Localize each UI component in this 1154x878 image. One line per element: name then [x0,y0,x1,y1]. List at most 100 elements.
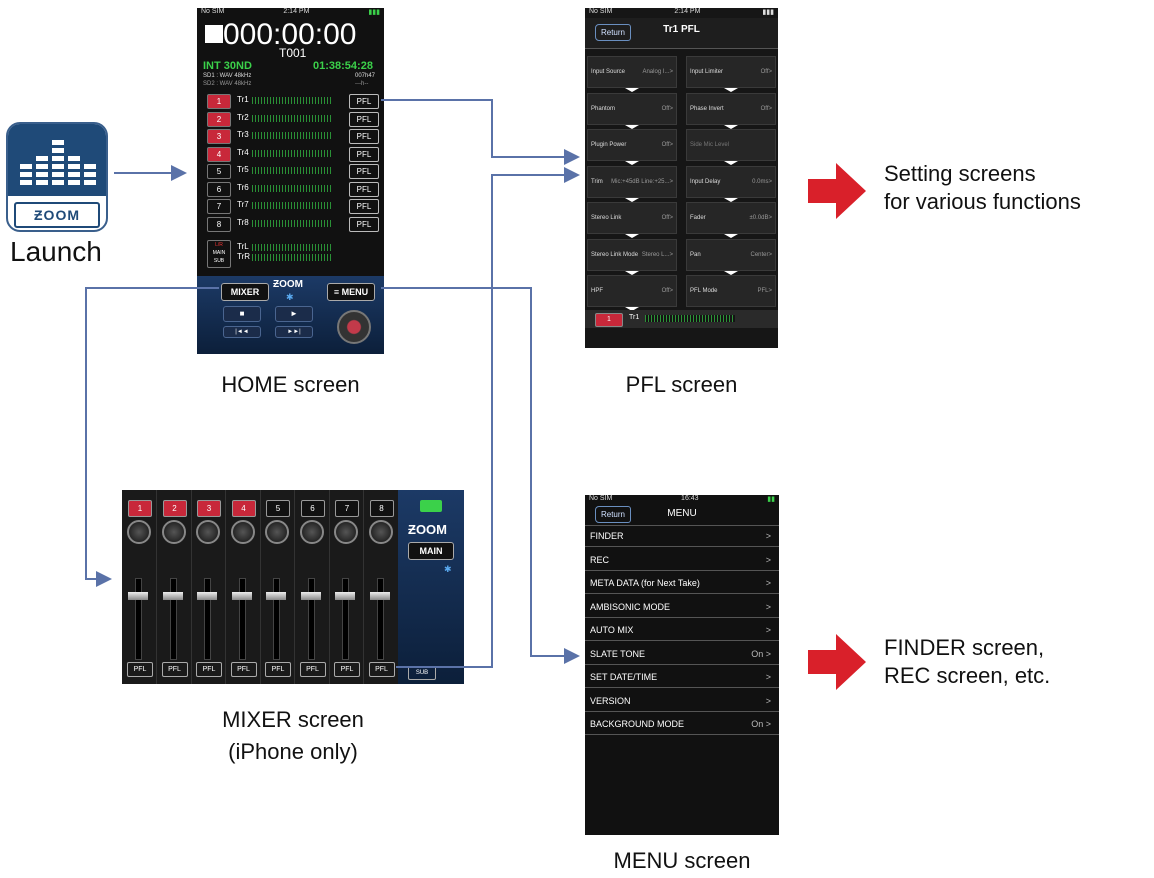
track-arm-button[interactable]: 8 [207,216,231,232]
menu-item[interactable]: META DATA (for Next Take)> [585,572,779,594]
pfl-button[interactable]: PFL [196,662,222,677]
pan-knob[interactable] [196,520,220,544]
fader-handle[interactable] [231,592,252,600]
track-arm-button[interactable]: 6 [207,181,231,197]
carrier-label: No SIM [589,495,613,502]
track-arm-button[interactable]: 4 [207,146,231,162]
menu-item[interactable]: SET DATE/TIME> [585,666,779,688]
channel-number-button[interactable]: 3 [197,500,221,517]
pfl-button[interactable]: PFL [349,181,379,197]
pfl-button[interactable]: PFL [299,662,326,677]
pfl-button[interactable]: PFL [349,129,379,144]
launch-label: Launch [10,236,102,267]
channel-number-button[interactable]: 4 [231,500,256,517]
pfl-button[interactable]: PFL [334,662,360,677]
pfl-button[interactable]: PFL [127,662,153,677]
pan-knob[interactable] [265,520,289,544]
track-arm-button[interactable]: 5 [207,164,231,179]
stop-button[interactable]: ■ [223,306,261,322]
pfl-button[interactable]: PFL [349,199,379,214]
fader-handle[interactable] [266,592,286,600]
pan-knob[interactable] [334,520,358,544]
pan-knob[interactable] [368,520,393,544]
channel-number-button[interactable]: 8 [369,500,394,517]
pfl-setting-right[interactable]: Side Mic Level [686,129,776,161]
pfl-button[interactable]: PFL [349,146,379,162]
menu-item[interactable]: VERSION> [585,690,779,712]
menu-item[interactable]: REC> [585,549,779,571]
pfl-button[interactable]: PFL [349,164,379,179]
battery-icon: ▮▮▮ [368,9,380,16]
return-button[interactable]: Return [595,24,631,41]
channel-number-button[interactable]: 7 [335,500,359,517]
fader-handle[interactable] [128,592,148,600]
fader-handle[interactable] [162,592,183,600]
channel-number-button[interactable]: 5 [266,500,290,517]
fader-handle[interactable] [300,592,321,600]
pfl-track-strip: 1 Tr1 [585,310,778,328]
track-arm-button[interactable]: 2 [207,111,231,127]
track-number-button[interactable]: 1 [595,313,623,327]
chevron-right-icon: On > [751,719,771,729]
pan-knob[interactable] [127,520,151,544]
lr-main-sub-button[interactable]: L/R MAIN SUB [207,240,231,268]
pan-knob[interactable] [230,520,255,544]
main-button[interactable]: MAIN [408,542,454,560]
setting-value: Mic:+45dB Line:+25...> [611,178,673,185]
menu-item[interactable]: AUTO MIX> [585,619,779,641]
rewind-button[interactable]: |◄◄ [223,326,261,338]
pfl-button[interactable]: PFL [349,216,379,232]
zoom-logo: ƵOOM [408,522,447,537]
pan-knob[interactable] [161,520,186,544]
zoom-app-icon[interactable]: ƵOOM [6,122,108,232]
pan-knob[interactable] [299,520,324,544]
pfl-button[interactable]: PFL [265,662,291,677]
menu-item[interactable]: AMBISONIC MODE> [585,596,779,618]
record-button[interactable] [337,310,371,344]
return-button[interactable]: Return [595,506,631,523]
fader-handle[interactable] [335,592,355,600]
pfl-setting-right[interactable]: Fader±0.0dB> [686,202,776,234]
channel-number-button[interactable]: 2 [162,500,187,517]
fader-handle[interactable] [369,592,390,600]
menu-item[interactable]: FINDER> [585,525,779,547]
mixer-caption-line1: MIXER screen [222,707,364,732]
channel-number-button[interactable]: 6 [300,500,325,517]
pfl-button[interactable]: PFL [349,94,379,109]
sub-button[interactable]: SUB [408,666,436,680]
track-arm-button[interactable]: 7 [207,199,231,214]
menu-button[interactable]: ≡ MENU [327,283,375,301]
track-arm-button[interactable]: 3 [207,129,231,144]
track-arm-button[interactable]: 1 [207,94,231,109]
big-red-arrow-icon [808,634,866,690]
channel-number-button[interactable]: 1 [128,500,152,517]
sub-label: SUB [213,258,225,264]
mixer-button[interactable]: MIXER [221,283,269,301]
pfl-button[interactable]: PFL [368,662,395,677]
fast-forward-button[interactable]: ►►| [275,326,313,338]
pfl-button[interactable]: PFL [230,662,257,677]
pfl-button[interactable]: PFL [349,111,379,127]
mixer-caption-line2: (iPhone only) [228,739,358,764]
fader-handle[interactable] [197,592,217,600]
setting-name: Stereo Link Mode [591,251,639,258]
pfl-button[interactable]: PFL [161,662,188,677]
play-button[interactable]: ► [275,306,313,322]
